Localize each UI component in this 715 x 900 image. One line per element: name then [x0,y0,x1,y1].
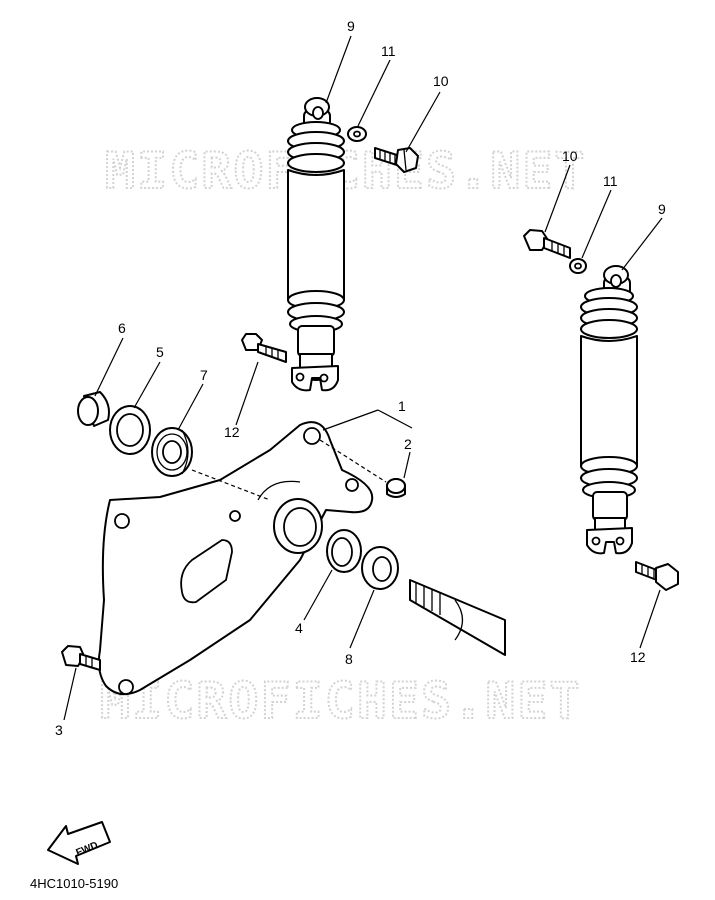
collar [386,478,406,498]
callout-11-left: 11 [381,43,396,59]
callout-10-right: 10 [562,148,578,164]
callout-9-left: 9 [347,18,355,34]
bearing [151,427,193,477]
shaft [409,579,506,656]
bolt-12-right [635,561,679,591]
callout-12-left: 12 [224,424,240,440]
oil-seal-4 [326,529,362,573]
callout-1: 1 [398,398,406,414]
shock-absorber-right [580,265,638,555]
bolt-10-right [523,229,571,259]
bolt-3 [61,645,101,671]
callout-4: 4 [295,620,303,636]
washer-left [347,126,367,142]
callout-5: 5 [156,344,164,360]
bolt-10-left [374,147,419,173]
callout-11-right: 11 [603,173,618,189]
fwd-arrow-icon: FWD [47,821,111,865]
bushing [361,546,399,590]
callout-2: 2 [404,436,412,452]
watermark-top: MICROFICHES.NET [105,142,587,200]
callout-8: 8 [345,651,353,667]
callout-10-left: 10 [433,73,449,89]
callout-6: 6 [118,320,126,336]
spacer [77,391,110,427]
diagram-code: 4HC1010-5190 [30,876,118,891]
bolt-12-left [241,333,287,363]
callout-12-right: 12 [630,649,646,665]
watermark-bottom: MICROFICHES.NET [100,672,582,730]
callout-7: 7 [200,367,208,383]
callout-3: 3 [55,722,63,738]
washer-right [569,258,587,274]
leader-lines [63,35,663,721]
shock-absorber-left [287,97,345,392]
oil-seal [109,405,151,455]
bracket [97,421,374,696]
callout-9-right: 9 [658,201,666,217]
